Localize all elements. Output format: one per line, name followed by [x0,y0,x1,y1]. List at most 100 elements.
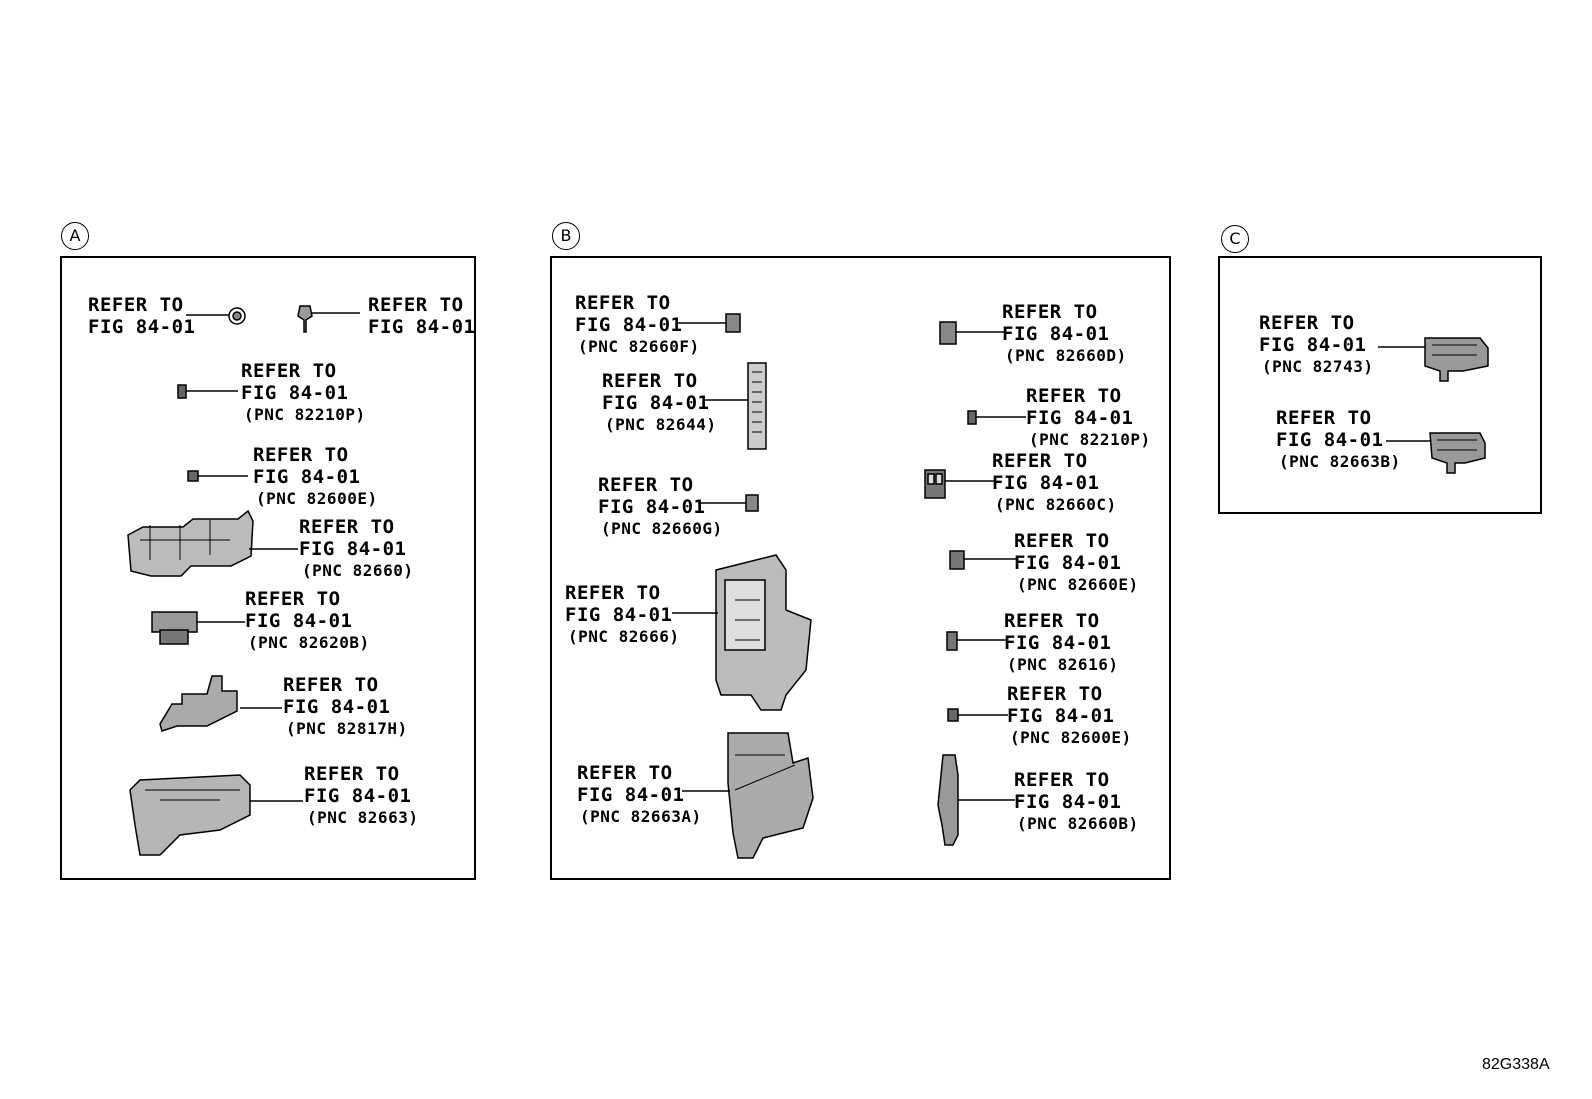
grommet-icon [186,307,246,325]
callout-refer-text: REFER TO [598,474,694,496]
clip-icon [297,305,360,333]
callout: REFER TO FIG 84-01 (PNC 82600E) [1007,683,1132,749]
callout-refer-text: REFER TO [992,450,1088,472]
connector-small-icon [698,494,759,512]
callout-refer-text: REFER TO [1026,385,1122,407]
callout-fig-text: FIG 84-01 [577,784,685,806]
callout-refer-text: REFER TO [88,294,184,316]
callout-refer-text: REFER TO [1014,769,1110,791]
callout-refer-text: REFER TO [241,360,337,382]
callout: REFER TO FIG 84-01 (PNC 82663) [304,763,418,829]
callout-refer-text: REFER TO [1276,407,1372,429]
callout: REFER TO FIG 84-01 (PNC 82666) [565,582,679,648]
callout: REFER TO FIG 84-01 (PNC 82210P) [241,360,366,426]
callout-fig-text: FIG 84-01 [1014,791,1122,813]
callout-fig-text: FIG 84-01 [1002,323,1110,345]
callout-pnc-text: (PNC 82660G) [601,519,723,538]
callout-fig-text: FIG 84-01 [1004,632,1112,654]
callout-pnc-text: (PNC 82660D) [1005,346,1127,365]
callout: REFER TO FIG 84-01 (PNC 82663A) [577,762,702,828]
callout: REFER TO FIG 84-01 (PNC 82210P) [1026,385,1151,451]
panel-b [550,256,1171,880]
callout-refer-text: REFER TO [283,674,379,696]
connector-small-icon [676,313,741,333]
callout-refer-text: REFER TO [565,582,661,604]
callout-pnc-text: (PNC 82663B) [1279,452,1401,471]
callout-pnc-text: (PNC 82616) [1007,655,1119,674]
callout-pnc-text: (PNC 82817H) [286,719,408,738]
callout-pnc-text: (PNC 82660F) [578,337,700,356]
connector-block-icon [1386,432,1486,474]
callout: REFER TO FIG 84-01 (PNC 82644) [602,370,716,436]
junction-box-cover-icon [682,732,814,859]
callout: REFER TO FIG 84-01 (PNC 82620B) [245,588,370,654]
callout-pnc-text: (PNC 82210P) [1029,430,1151,449]
section-label-a: A [61,222,89,250]
callout-refer-text: REFER TO [577,762,673,784]
panel-c [1218,256,1542,514]
callout-refer-text: REFER TO [304,763,400,785]
connector-block-icon [1378,337,1489,382]
callout-fig-text: FIG 84-01 [602,392,710,414]
callout-pnc-text: (PNC 82660) [302,561,414,580]
callout: REFER TO FIG 84-01 (PNC 82616) [1004,610,1118,676]
callout-pnc-text: (PNC 82600E) [256,489,378,508]
fuse-small-icon [177,384,238,399]
relay-double-icon [924,469,995,499]
callout-fig-text: FIG 84-01 [992,472,1100,494]
callout-fig-text: FIG 84-01 [598,496,706,518]
relay-icon [949,550,1016,570]
callout-fig-text: FIG 84-01 [241,382,349,404]
callout-refer-text: REFER TO [1014,530,1110,552]
callout-fig-text: FIG 84-01 [299,538,407,560]
fuse-small-icon [187,470,248,482]
callout-pnc-text: (PNC 82620B) [248,633,370,652]
callout: REFER TO FIG 84-01 (PNC 82660E) [1014,530,1139,596]
callout: REFER TO FIG 84-01 [88,294,195,338]
callout-refer-text: REFER TO [575,292,671,314]
callout-pnc-text: (PNC 82663A) [580,807,702,826]
callout: REFER TO FIG 84-01 [368,294,475,338]
relay-box-icon [151,611,245,645]
callout-refer-text: REFER TO [299,516,395,538]
callout-refer-text: REFER TO [1002,301,1098,323]
callout: REFER TO FIG 84-01 (PNC 82660F) [575,292,700,358]
callout: REFER TO FIG 84-01 (PNC 82660) [299,516,413,582]
bracket-icon [159,675,282,732]
callout-fig-text: FIG 84-01 [1026,407,1134,429]
callout-refer-text: REFER TO [368,294,464,316]
callout-pnc-text: (PNC 82660B) [1017,814,1139,833]
fuse-small-icon [946,631,1006,651]
callout-fig-text: FIG 84-01 [368,316,476,338]
callout: REFER TO FIG 84-01 (PNC 82660D) [1002,301,1127,367]
callout-refer-text: REFER TO [245,588,341,610]
callout: REFER TO FIG 84-01 (PNC 82663B) [1276,407,1401,473]
relay-block-icon [127,509,298,577]
callout-pnc-text: (PNC 82644) [605,415,717,434]
junction-block-cover-icon [129,774,303,856]
callout-refer-text: REFER TO [1004,610,1100,632]
relay-icon [939,321,1006,345]
callout-pnc-text: (PNC 82743) [1262,357,1374,376]
callout: REFER TO FIG 84-01 (PNC 82660C) [992,450,1117,516]
fuse-holder-icon [937,754,1015,846]
callout: REFER TO FIG 84-01 (PNC 82600E) [253,444,378,510]
callout: REFER TO FIG 84-01 (PNC 82743) [1259,312,1373,378]
callout-refer-text: REFER TO [1007,683,1103,705]
fuse-strip-icon [703,362,767,450]
callout-fig-text: FIG 84-01 [304,785,412,807]
callout-fig-text: FIG 84-01 [1014,552,1122,574]
callout-pnc-text: (PNC 82600E) [1010,728,1132,747]
callout-fig-text: FIG 84-01 [1007,705,1115,727]
callout-pnc-text: (PNC 82663) [307,808,419,827]
callout-refer-text: REFER TO [1259,312,1355,334]
callout-fig-text: FIG 84-01 [245,610,353,632]
callout: REFER TO FIG 84-01 (PNC 82817H) [283,674,408,740]
section-label-c: C [1221,225,1249,253]
callout: REFER TO FIG 84-01 (PNC 82660G) [598,474,723,540]
callout-refer-text: REFER TO [253,444,349,466]
section-label-b: B [552,222,580,250]
callout-fig-text: FIG 84-01 [253,466,361,488]
fuse-small-icon [967,410,1026,425]
